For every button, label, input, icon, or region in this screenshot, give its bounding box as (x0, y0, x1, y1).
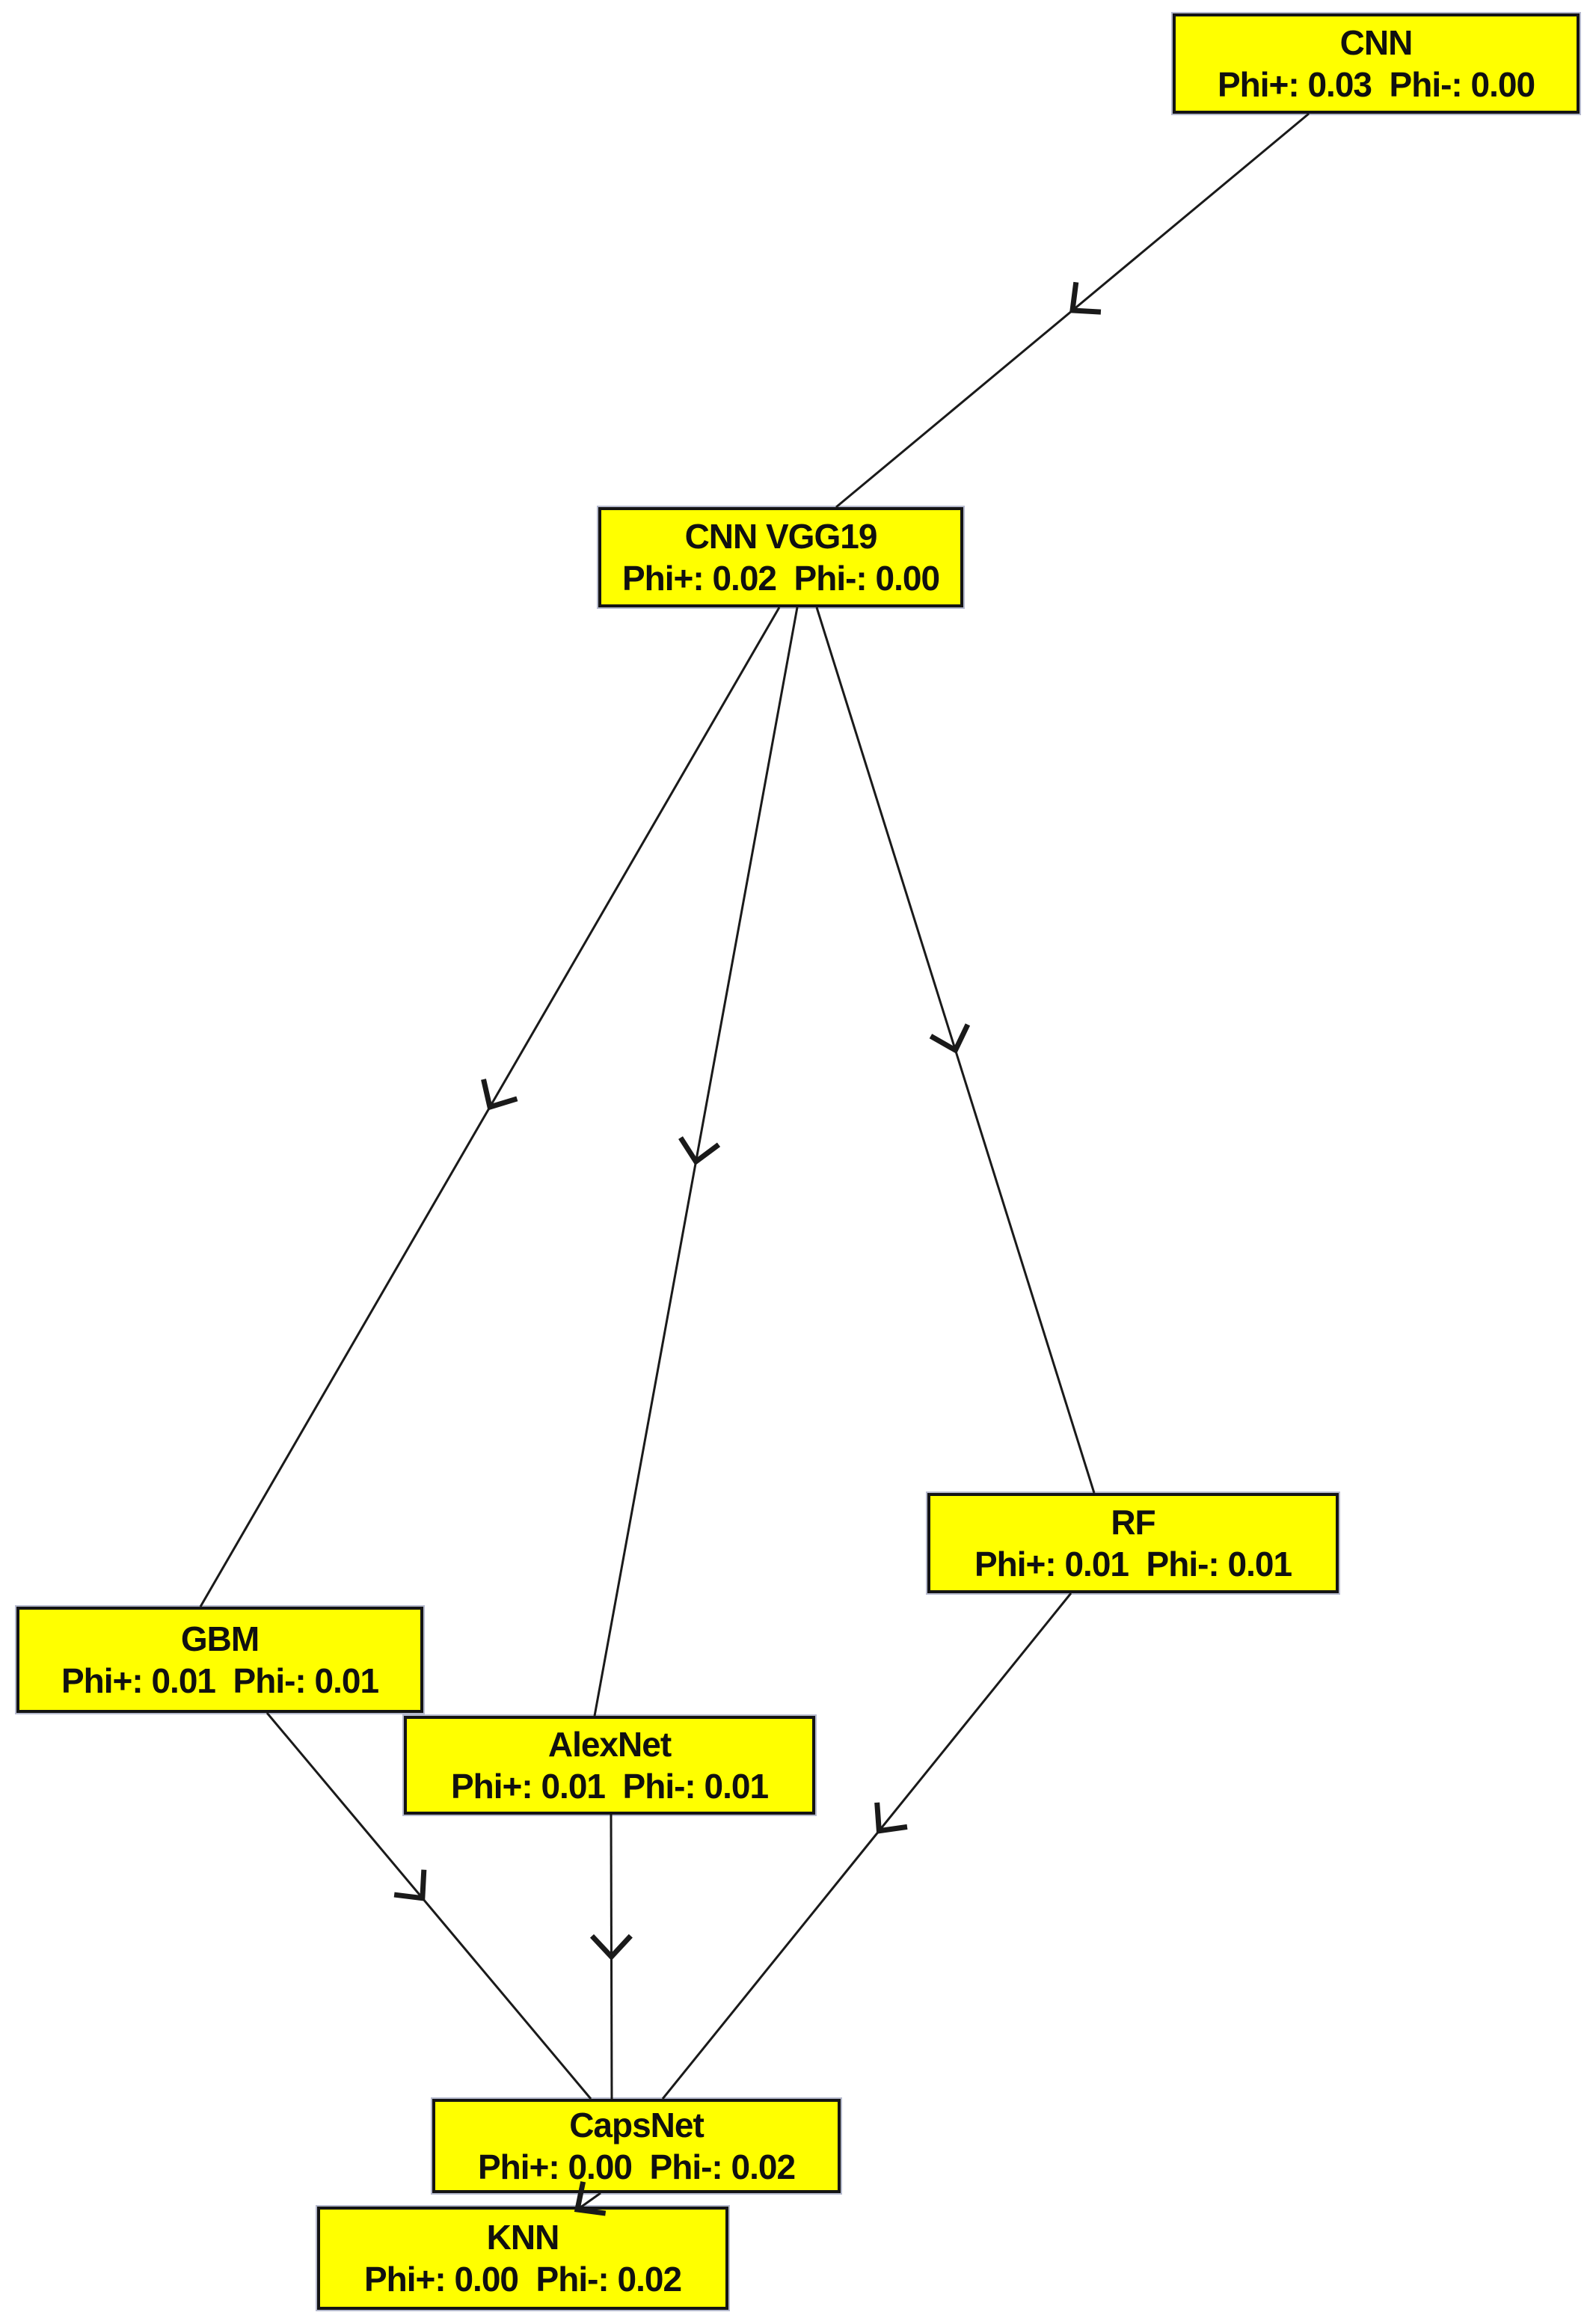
arrowhead-alexnet-to-capsnet (589, 1934, 633, 1961)
node-cnn-label: CNN (1339, 23, 1413, 62)
arrowhead-rf-to-capsnet (874, 1802, 908, 1834)
edge-alexnet-to-capsnet (610, 1814, 613, 2100)
edge-cnn-vgg19-to-gbm (199, 607, 781, 1607)
node-cnn-phi-values: Phi+: 0.03 Phi-: 0.00 (1217, 65, 1535, 104)
arrowhead-cnn-vgg19-to-gbm (481, 1079, 518, 1111)
edge-cnn-vgg19-to-rf (815, 607, 1096, 1494)
node-cnn-vgg19-phi-values: Phi+: 0.02 Phi-: 0.00 (621, 559, 940, 598)
arrowhead-cnn-vgg19-to-alexnet (678, 1136, 721, 1166)
edge-cnn-vgg19-to-alexnet (593, 607, 799, 1717)
node-gbm-phi-values: Phi+: 0.01 Phi-: 0.01 (61, 1661, 379, 1700)
node-rf-phi-values: Phi+: 0.01 Phi-: 0.01 (974, 1545, 1292, 1583)
arrowhead-cnn-vgg19-to-rf (929, 1023, 971, 1054)
edge-rf-to-capsnet (661, 1592, 1072, 2100)
node-capsnet-label: CapsNet (569, 2106, 705, 2144)
edge-cnn-to-cnn-vgg19 (835, 112, 1310, 509)
node-gbm-label: GBM (180, 1619, 260, 1658)
node-rf-label: RF (1111, 1503, 1155, 1542)
node-alexnet-label: AlexNet (547, 1725, 672, 1764)
arrowhead-cnn-to-cnn-vgg19 (1069, 281, 1102, 315)
node-knn-label: KNN (486, 2218, 560, 2257)
node-cnn-vgg19-label: CNN VGG19 (684, 517, 878, 556)
node-alexnet-phi-values: Phi+: 0.01 Phi-: 0.01 (450, 1767, 769, 1806)
node-knn-phi-values: Phi+: 0.00 Phi-: 0.02 (363, 2260, 682, 2299)
node-capsnet-phi-values: Phi+: 0.00 Phi-: 0.02 (477, 2147, 796, 2186)
arrowhead-gbm-to-capsnet (393, 1869, 427, 1901)
